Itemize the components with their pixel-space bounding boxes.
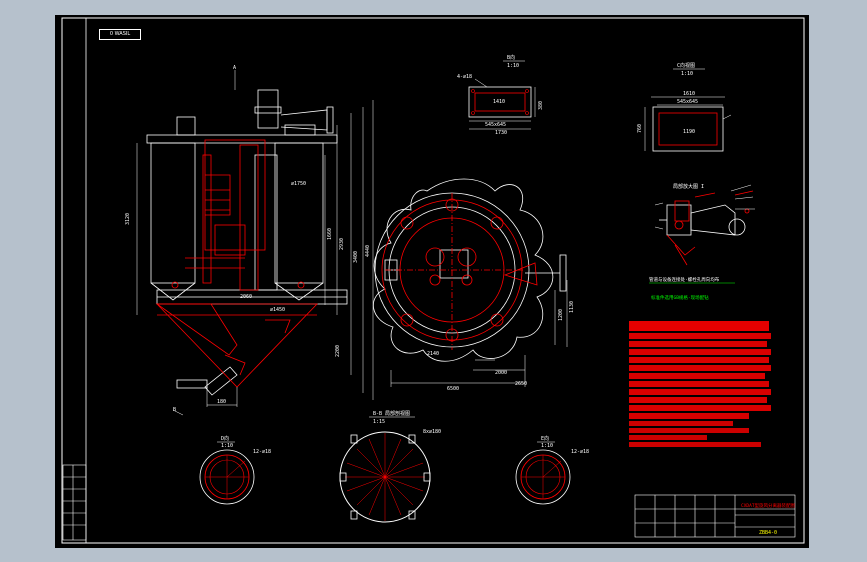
dim-front-h3: 3400 (353, 251, 359, 263)
c2-view-title: B-B 局部剖视图 (373, 410, 410, 417)
dim-front-total: 4440 (365, 245, 371, 257)
d-view-title: B向 (507, 54, 515, 61)
r-view-title: C向视图 (677, 62, 695, 69)
dim-plan-h: 1130 (569, 301, 575, 313)
c2-view-scale: 1:15 (373, 419, 385, 425)
dim-plan-rad: 2140 (427, 351, 439, 357)
section-b-label: B (173, 407, 176, 413)
r-rect-side: 760 (637, 124, 643, 133)
drawing-sheet: 0 WASIL (55, 15, 809, 548)
dim-plan-a: 2650 (515, 381, 527, 387)
title-block-title: CXDAT型旋风分离器装配图 (741, 502, 796, 509)
dim-bottom-w: 180 (217, 399, 226, 405)
drawing-tag: 0 WASIL (99, 29, 141, 40)
circle-mid-note: 8x∅180 (423, 429, 441, 435)
dim-plan-w: 6500 (447, 386, 459, 392)
plan-view: 6500 2650 2000 2140 1130 1200 (372, 178, 575, 392)
r-rect-top: 1610 (683, 91, 695, 97)
revision-block (62, 464, 87, 541)
inner-frame (85, 17, 805, 544)
d-rect-note: 4-∅18 (457, 74, 472, 80)
dim-front-left: 3120 (125, 213, 131, 225)
c3-view-title: E向 (541, 435, 549, 442)
b-view-detail: B向 1:10 4-∅18 1410 545x645 1730 380 (457, 54, 544, 136)
d-rect-bottom: 1730 (495, 130, 507, 136)
d-rect-side: 380 (538, 101, 544, 110)
circle-view-left: D向 1:10 12-∅18 (199, 435, 271, 505)
c1-view-scale: 1:10 (221, 443, 233, 449)
dim-front-bottom: 2200 (335, 345, 341, 357)
arrow-a-label: A (233, 65, 236, 71)
c-view-detail: C向视图 1:10 1610 545x645 1190 760 (637, 62, 732, 152)
detail-view-title: 局部放大图 I (673, 183, 704, 190)
dim-front-bw: ∅1450 (270, 307, 285, 313)
d-view-scale: 1:10 (507, 63, 519, 69)
circle-right-note: 12-∅18 (571, 449, 589, 455)
local-detail-view: 局部放大图 I (649, 183, 755, 301)
circle-view-right: E向 1:10 12-∅18 (515, 435, 589, 505)
dim-front-h2: 2930 (339, 238, 345, 250)
d-rect-top: 1410 (493, 99, 505, 105)
title-block-drawing-no: ZBB4-0 (759, 530, 777, 536)
green-note-2-text: 标准件选用GB规格·现场配钻 (651, 294, 709, 301)
dim-front-h1: 1660 (327, 228, 333, 240)
cad-drawing: 3120 1660 2930 3400 4440 2200 ∅1750 ∅145… (61, 17, 805, 544)
dim-plan-c: 1200 (558, 309, 564, 321)
dim-plan-b: 2000 (495, 370, 507, 376)
technical-notes (629, 321, 771, 447)
r-rect-body: 1190 (683, 129, 695, 135)
circle-view-middle: B-B 局部剖视图 1:15 8x∅180 (339, 410, 441, 523)
circle-left-note: 12-∅18 (253, 449, 271, 455)
c3-view-scale: 1:10 (541, 443, 553, 449)
title-block (634, 494, 796, 538)
dim-front-dia: ∅1750 (291, 181, 306, 187)
c1-view-title: D向 (221, 435, 229, 442)
dim-front-base: 2060 (240, 294, 252, 300)
d-rect-mid: 545x645 (485, 122, 506, 128)
r-view-scale: 1:10 (681, 71, 693, 77)
green-note-1-text: 管道与设备连接处·螺栓孔周向均布 (649, 276, 720, 283)
front-view: 3120 1660 2930 3400 4440 2200 ∅1750 ∅145… (125, 65, 374, 416)
r-rect-mid: 545x645 (677, 99, 698, 105)
